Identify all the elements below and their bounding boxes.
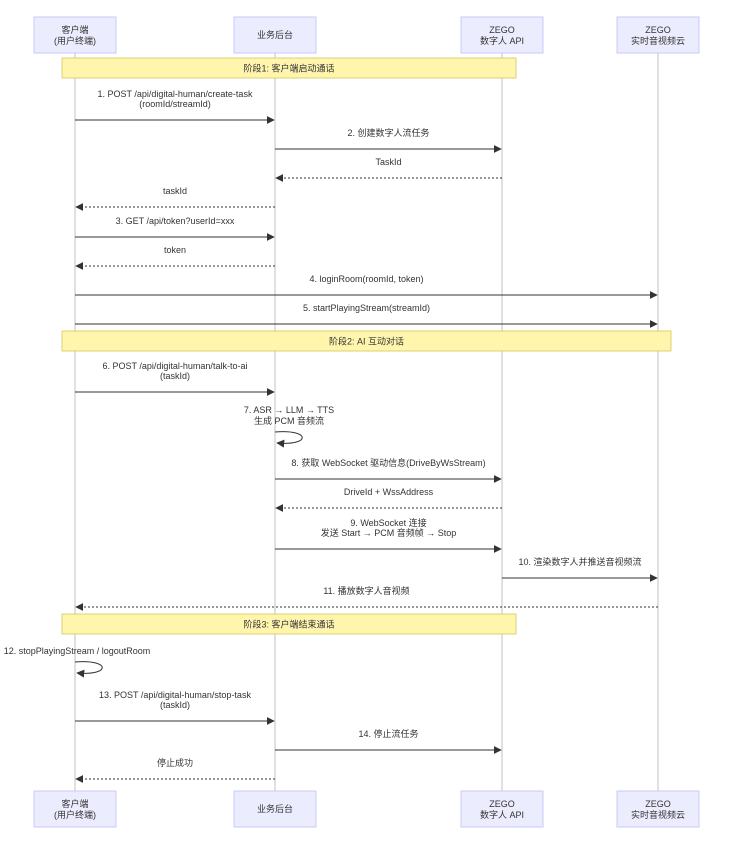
message-label: TaskId (375, 157, 401, 167)
participant-subtitle: (用户终端) (54, 35, 96, 46)
self-message-arrow (274, 431, 303, 448)
message: 3. GET /api/token?userId=xxx (75, 216, 275, 241)
message: 14. 停止流任务 (275, 728, 502, 754)
participant-name: 客户端 (61, 798, 88, 809)
message: 1. POST /api/digital-human/create-task(r… (75, 89, 275, 124)
message-label: 12. stopPlayingStream / logoutRoom (4, 646, 151, 656)
message-label: token (164, 245, 186, 255)
message: DriveId + WssAddress (275, 487, 502, 512)
phase-label: 阶段2: AI 互动对话 (329, 336, 404, 347)
participant-backend-bottom: 业务后台 (233, 790, 317, 828)
messages-layer: 1. POST /api/digital-human/create-task(r… (4, 89, 658, 783)
message: 8. 获取 WebSocket 驱动信息(DriveByWsStream) (275, 457, 502, 483)
message-label: 停止成功 (157, 757, 193, 768)
message-label: (roomId/streamId) (139, 99, 211, 109)
lifelines-layer (74, 53, 659, 791)
participant-client-bottom: 客户端(用户终端) (33, 790, 117, 828)
message-label: 4. loginRoom(roomId, token) (309, 274, 423, 284)
message-label: 10. 渲染数字人并推送音视频流 (518, 556, 641, 567)
message: 10. 渲染数字人并推送音视频流 (502, 556, 658, 582)
participant-name: ZEGO (645, 25, 671, 35)
phase-band: 阶段3: 客户端结束通话 (61, 613, 517, 635)
message-label: DriveId + WssAddress (344, 487, 434, 497)
participant-backend-top: 业务后台 (233, 16, 317, 54)
phase-label: 阶段1: 客户端启动通话 (243, 63, 334, 74)
participant-subtitle: (用户终端) (54, 809, 96, 820)
participant-name: 客户端 (61, 24, 88, 35)
message: TaskId (275, 157, 502, 182)
message-label: 1. POST /api/digital-human/create-task (98, 89, 253, 99)
participant-client-top: 客户端(用户终端) (33, 16, 117, 54)
participant-name: ZEGO (489, 25, 515, 35)
message-label: 14. 停止流任务 (358, 728, 418, 739)
message: 13. POST /api/digital-human/stop-task(ta… (75, 690, 275, 725)
message: 停止成功 (75, 757, 275, 783)
message-label: 2. 创建数字人流任务 (347, 127, 429, 138)
participant-name: ZEGO (489, 799, 515, 809)
message: 6. POST /api/digital-human/talk-to-ai(ta… (75, 361, 275, 396)
message-label: (taskId) (160, 371, 190, 381)
message-label: 发送 Start → PCM 音频帧 → Stop (321, 527, 457, 538)
message: token (75, 245, 275, 270)
message-label: 7. ASR → LLM → TTS (244, 405, 334, 415)
message-label: 13. POST /api/digital-human/stop-task (99, 690, 251, 700)
message-label: (taskId) (160, 700, 190, 710)
message-label: 6. POST /api/digital-human/talk-to-ai (103, 361, 248, 371)
message-label: 5. startPlayingStream(streamId) (303, 303, 430, 313)
participant-subtitle: 数字人 API (480, 35, 524, 46)
message: 4. loginRoom(roomId, token) (75, 274, 658, 299)
phase-band: 阶段1: 客户端启动通话 (61, 57, 517, 79)
phase-label: 阶段3: 客户端结束通话 (243, 619, 334, 630)
message: 2. 创建数字人流任务 (275, 127, 502, 153)
self-message-arrow (74, 661, 103, 678)
message: 5. startPlayingStream(streamId) (75, 303, 658, 328)
participant-name: 业务后台 (257, 803, 293, 814)
phase-band: 阶段2: AI 互动对话 (61, 330, 672, 352)
participant-subtitle: 实时音视频云 (631, 35, 685, 46)
participant-subtitle: 实时音视频云 (631, 809, 685, 820)
participant-subtitle: 数字人 API (480, 809, 524, 820)
message: 12. stopPlayingStream / logoutRoom (4, 646, 151, 678)
message-label: 生成 PCM 音频流 (254, 415, 324, 426)
message-label: 9. WebSocket 连接 (350, 517, 426, 528)
message-label: 11. 播放数字人音视频 (323, 585, 409, 596)
message: 11. 播放数字人音视频 (75, 585, 658, 611)
participant-name: 业务后台 (257, 29, 293, 40)
message-label: taskId (163, 186, 187, 196)
message-label: 3. GET /api/token?userId=xxx (116, 216, 235, 226)
participant-name: ZEGO (645, 799, 671, 809)
message-label: 8. 获取 WebSocket 驱动信息(DriveByWsStream) (291, 457, 485, 468)
message: taskId (75, 186, 275, 211)
